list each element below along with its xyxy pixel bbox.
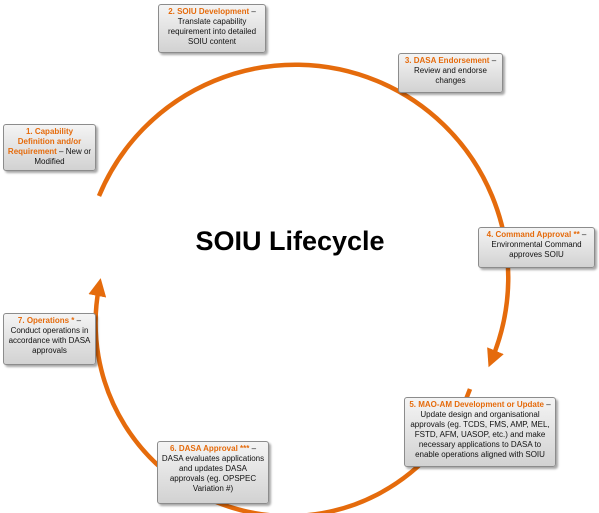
step-5-text: – Update design and organisational appro…	[410, 400, 551, 459]
step-7-box: 7. Operations * – Conduct operations in …	[3, 313, 96, 365]
step-2-text: – Translate capability requirement into …	[167, 7, 257, 46]
step-2-box: 2. SOIU Development – Translate capabili…	[158, 4, 266, 53]
step-3-heading: 3. DASA Endorsement	[404, 56, 490, 65]
step-1-heading: 1. Capability Definition and/or Requirem…	[7, 127, 82, 156]
step-7-heading: 7. Operations *	[17, 316, 75, 325]
step-4-heading: 4. Command Approval **	[486, 230, 580, 239]
step-3-text: – Review and endorse changes	[414, 56, 497, 85]
step-6-text: – DASA evaluates applications and update…	[161, 444, 265, 493]
diagram-title: SOIU Lifecycle	[195, 226, 385, 256]
step-2-heading: 2. SOIU Development	[168, 7, 250, 16]
step-7-text: – Conduct operations in accordance with …	[8, 316, 91, 355]
step-6-box: 6. DASA Approval *** – DASA evaluates ap…	[157, 441, 269, 504]
upper-cycle-arrow	[96, 62, 511, 368]
step-4-text: – Environmental Command approves SOIU	[491, 230, 587, 259]
step-5-box: 5. MAO-AM Development or Update – Update…	[404, 397, 556, 467]
step-1-box: 1. Capability Definition and/or Requirem…	[3, 124, 96, 171]
step-3-box: 3. DASA Endorsement – Review and endorse…	[398, 53, 503, 93]
step-5-heading: 5. MAO-AM Development or Update	[409, 400, 544, 409]
step-6-heading: 6. DASA Approval ***	[169, 444, 250, 453]
step-4-box: 4. Command Approval ** – Environmental C…	[478, 227, 595, 268]
step-1-text: – New or Modified	[34, 147, 92, 166]
